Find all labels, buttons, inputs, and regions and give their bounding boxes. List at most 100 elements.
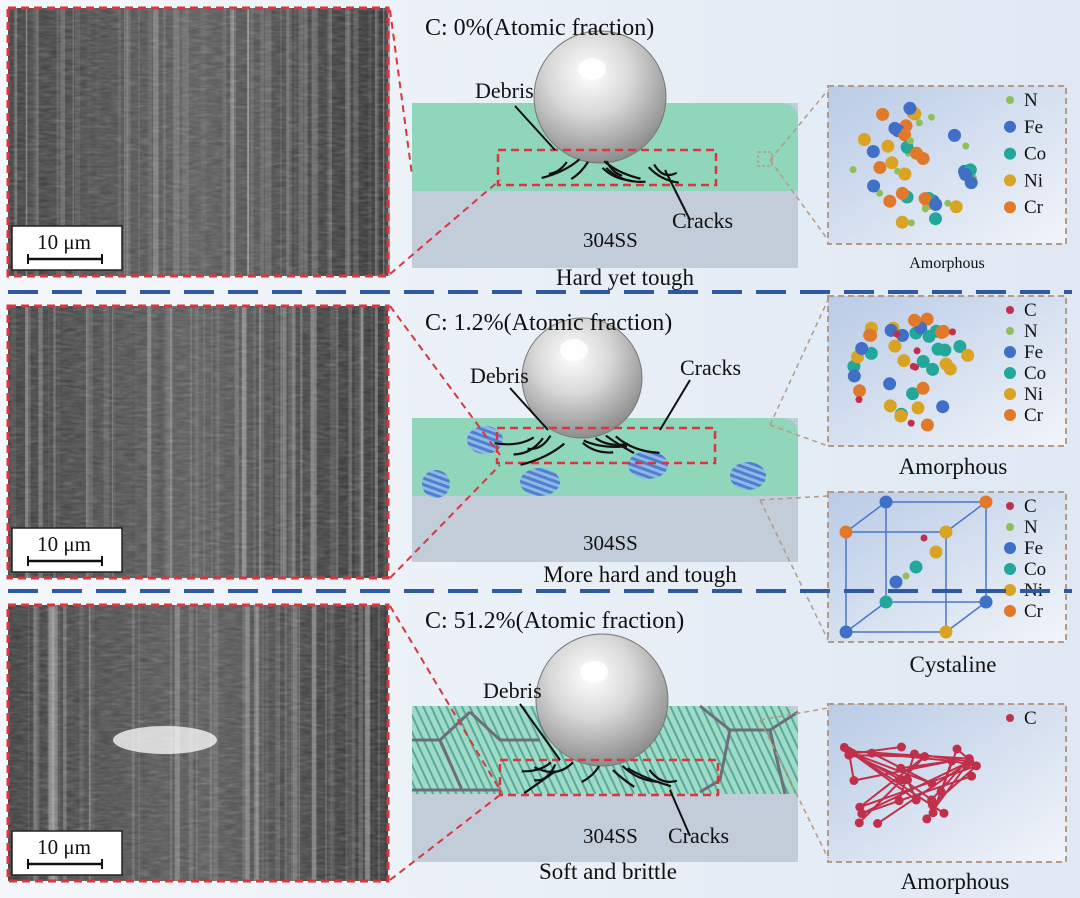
scale-bar-label: 10 μm	[37, 532, 91, 556]
atom	[927, 795, 937, 805]
label-pointer	[514, 105, 556, 151]
legend-label: Fe	[1024, 538, 1043, 559]
legend-label: Co	[1024, 144, 1046, 165]
atom	[867, 179, 881, 193]
inset-connector	[759, 707, 829, 721]
substrate-label: 304SS	[583, 228, 638, 252]
atom	[961, 760, 971, 770]
label-pointer	[519, 703, 561, 761]
inset-caption: Amorphous	[909, 255, 985, 272]
legend-swatch	[1006, 714, 1014, 722]
crystalline-grain	[422, 470, 450, 498]
atom	[939, 808, 949, 818]
cracks-label: Cracks	[668, 823, 729, 848]
atom	[849, 776, 859, 786]
inset-caption: Amorphous	[901, 869, 1010, 894]
atom	[961, 348, 975, 362]
inset-connector	[769, 424, 829, 447]
leader-line	[389, 9, 413, 176]
atom	[979, 595, 993, 609]
legend-label: Cr	[1024, 601, 1044, 622]
atom	[907, 219, 915, 227]
atom	[847, 748, 857, 758]
carbon-label: C: 51.2%(Atomic fraction)	[425, 608, 684, 634]
ball-highlight	[578, 58, 606, 80]
crack-line	[520, 442, 566, 466]
inset-frame	[827, 85, 1067, 245]
wear-zone-box	[496, 148, 718, 187]
atom	[896, 742, 906, 752]
crack-line	[523, 770, 556, 795]
atom	[853, 384, 866, 398]
legend-label: C	[1024, 496, 1037, 517]
crystalline-grain	[628, 451, 668, 479]
atom	[881, 139, 895, 153]
wear-zone-box	[498, 758, 720, 797]
atom	[839, 525, 853, 539]
sem-micrograph: 10 μm	[6, 304, 390, 580]
sem-highlight	[113, 726, 217, 754]
legend-label: Fe	[1024, 342, 1043, 363]
crack-line	[570, 161, 589, 181]
atom	[906, 137, 914, 145]
atom	[883, 399, 897, 413]
atom	[979, 495, 993, 509]
atom	[952, 744, 962, 754]
legend-label: Fe	[1024, 117, 1043, 138]
atom	[909, 560, 923, 574]
crack-line	[653, 163, 678, 177]
atom	[888, 339, 902, 353]
legend-label: N	[1024, 321, 1038, 342]
atom	[855, 396, 863, 404]
carbon-label: C: 1.2%(Atomic fraction)	[425, 310, 672, 336]
atom	[857, 133, 871, 146]
wear-zone-box	[495, 426, 717, 465]
property-label: More hard and tough	[543, 562, 737, 587]
label-pointer	[669, 789, 691, 837]
atom	[894, 409, 908, 423]
legend-swatch	[1004, 201, 1016, 214]
crack-line	[513, 437, 544, 456]
legend-swatch	[1004, 120, 1016, 133]
atom	[962, 142, 970, 150]
inset-connector	[769, 299, 829, 426]
scale-bar-box	[11, 527, 123, 573]
atom	[897, 354, 911, 368]
atom	[909, 749, 919, 759]
legend-swatch	[1004, 367, 1016, 379]
leader-line	[389, 305, 501, 456]
crack-line	[621, 765, 658, 783]
atom	[876, 107, 890, 121]
atom	[879, 495, 893, 509]
coating-layer	[412, 418, 798, 496]
atom	[948, 128, 961, 142]
crack-line	[648, 769, 678, 783]
atom	[920, 752, 930, 762]
atom	[898, 128, 912, 142]
legend-swatch	[1006, 523, 1014, 531]
debris-label: Debris	[483, 678, 542, 703]
property-label: Soft and brittle	[539, 859, 677, 884]
atom	[895, 215, 909, 229]
atom	[903, 101, 917, 115]
atom	[909, 362, 917, 370]
scale-bar-label: 10 μm	[37, 230, 91, 254]
legend-swatch	[1004, 584, 1016, 596]
label-pointer	[664, 169, 691, 221]
crack-line	[612, 769, 635, 788]
atom	[928, 808, 938, 818]
legend-swatch	[1004, 147, 1016, 160]
legend-swatch	[1006, 96, 1014, 104]
legend-label: C	[1024, 708, 1037, 729]
atom	[866, 145, 880, 158]
legend-swatch	[1004, 605, 1016, 617]
crack-line	[647, 166, 679, 184]
atom	[949, 200, 963, 214]
atom	[849, 166, 857, 174]
atom	[857, 809, 867, 819]
